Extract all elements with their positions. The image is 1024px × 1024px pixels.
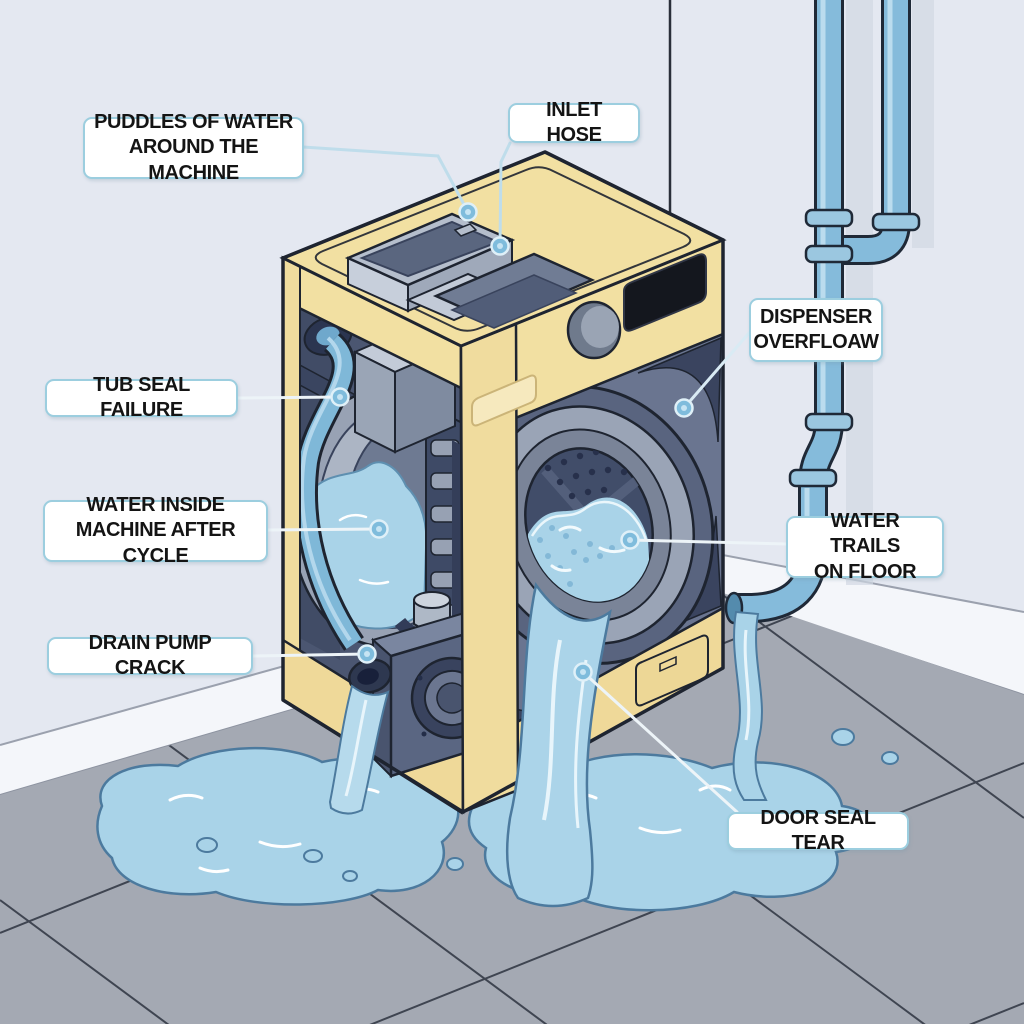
leader-dot-door xyxy=(573,662,593,682)
pump-outlet-port xyxy=(348,658,392,694)
leader-line-puddles xyxy=(301,145,470,214)
drum-water xyxy=(526,497,652,612)
leader-dot-trails xyxy=(620,530,640,550)
leader-dot-drain xyxy=(357,644,377,664)
label-door-seal-tear: DOOR SEAL TEAR xyxy=(727,807,909,854)
leader-dot-inside xyxy=(369,519,389,539)
puddle-left xyxy=(96,746,460,906)
label-dispenser-overflow: DISPENSER OVERFLOAW xyxy=(749,298,883,362)
top-recess xyxy=(432,252,596,329)
label-inlet-hose: INLET HOSE xyxy=(508,99,640,146)
display-screen xyxy=(623,253,707,332)
program-knob xyxy=(566,300,622,360)
pipe-shadow xyxy=(912,0,934,248)
label-puddles-of-water: PUDDLES OF WATER AROUND THE MACHINE xyxy=(83,111,304,184)
leader-dot-tub xyxy=(330,387,350,407)
label-drain-pump-crack: DRAIN PUMP CRACK xyxy=(47,632,253,679)
leader-line-tub xyxy=(236,395,342,400)
leader-lines xyxy=(236,141,789,814)
label-tub-seal-failure: TUB SEAL FAILURE xyxy=(45,374,238,421)
label-water-inside-machine: WATER INSIDE MACHINE AFTER CYCLE xyxy=(43,494,268,567)
drawer-slot xyxy=(471,374,537,427)
leader-line-inside xyxy=(265,527,381,532)
top-inner-line xyxy=(314,166,692,332)
pipe-fittings xyxy=(788,208,921,488)
leader-dot-puddles xyxy=(458,202,478,222)
leader-line-trails xyxy=(628,538,789,546)
label-water-trails-on-floor: WATER TRAILS ON FLOOR xyxy=(786,510,944,583)
leader-line-inlet xyxy=(498,141,512,248)
pipe-shadow xyxy=(846,0,873,585)
pump-leak-stream xyxy=(328,684,390,815)
leader-line-drain xyxy=(250,652,369,658)
leader-line-dispenser xyxy=(682,331,751,410)
leader-dot-dispenser xyxy=(674,398,694,418)
leader-line-door xyxy=(581,670,739,814)
tub-water-highlights xyxy=(338,513,390,585)
leader-dots xyxy=(330,202,694,682)
machine-outline xyxy=(281,150,725,814)
pipe-water-trail xyxy=(732,610,768,801)
leader-dot-inlet xyxy=(490,236,510,256)
